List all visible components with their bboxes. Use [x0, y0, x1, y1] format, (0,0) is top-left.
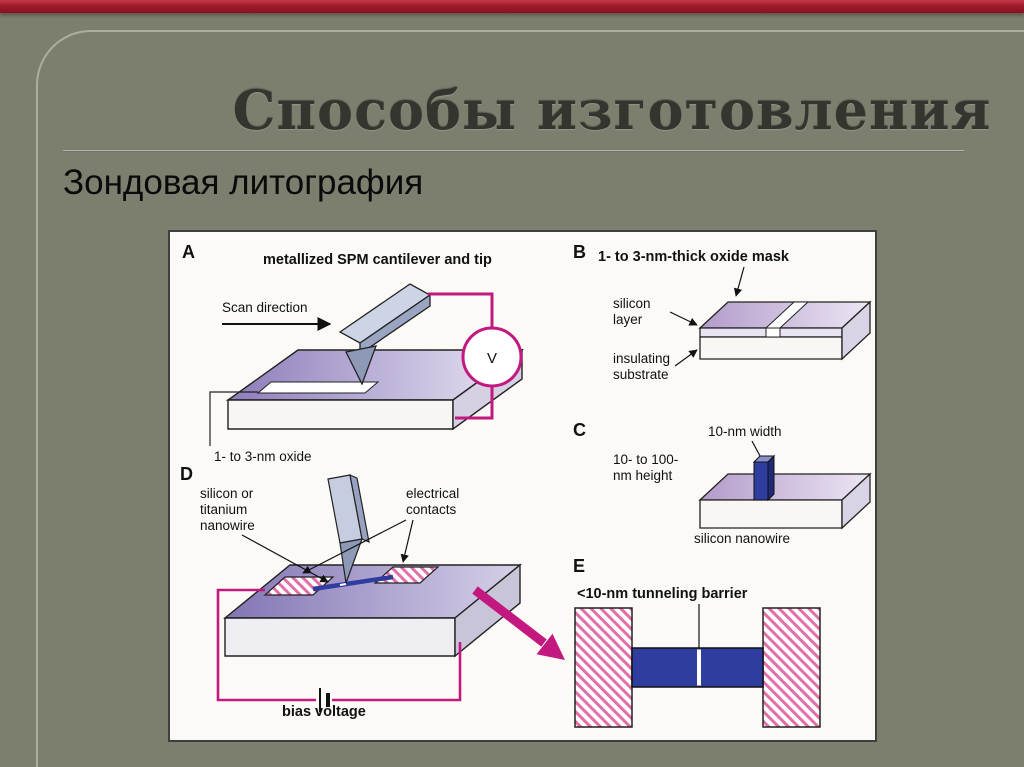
- panel-b-caption: 1- to 3-nm-thick oxide mask: [598, 249, 790, 265]
- probe-lithography-figure: A metallized SPM cantilever and tip Scan…: [168, 230, 877, 742]
- panel-c-label: C: [573, 420, 586, 440]
- title-divider: [63, 150, 964, 152]
- panel-e: E <10-nm tunneling barrier: [573, 556, 821, 728]
- nanowire-label-line1: silicon or: [200, 486, 254, 501]
- bias-voltage-label: bias voltage: [282, 704, 366, 720]
- panel-d: D silicon or titanium nanowire electrica…: [180, 464, 522, 720]
- nanowire-label-line3: nanowire: [200, 518, 255, 533]
- slide-title: Способы изготовления: [232, 78, 992, 142]
- silicon-layer-arrow: [669, 311, 698, 326]
- voltmeter-icon: [461, 326, 523, 388]
- top-accent-bar: [0, 0, 1024, 13]
- silicon-layer-label-line2: layer: [613, 312, 643, 327]
- height-label-line2: nm height: [613, 468, 673, 483]
- silicon-nanowire-fin: [752, 454, 776, 502]
- contacts-label-line1: electrical: [406, 486, 459, 501]
- voltmeter-label: V: [487, 350, 497, 367]
- nanowire-line: [312, 574, 394, 592]
- panel-a: A metallized SPM cantilever and tip Scan…: [182, 242, 525, 464]
- panel-b: B 1- to 3-nm-thick oxide mask silicon la…: [573, 242, 872, 382]
- width-label: 10-nm width: [708, 424, 782, 439]
- panel-c: C 10-nm width 10- to 100- nm height sili…: [573, 420, 872, 546]
- tunneling-gap: [697, 649, 701, 686]
- d-to-e-arrow-icon: [472, 586, 565, 660]
- contacts-label-line2: contacts: [406, 502, 457, 517]
- oxide-bracket-line: [209, 391, 258, 446]
- substrate-c-illustration: [698, 472, 872, 530]
- silicon-layer-label-line1: silicon: [613, 296, 651, 311]
- oxide-label: 1- to 3-nm oxide: [214, 449, 312, 464]
- bias-circuit: [216, 588, 462, 712]
- contact-block-right: [762, 607, 821, 728]
- width-pointer: [751, 440, 761, 457]
- panel-a-caption: metallized SPM cantilever and tip: [263, 252, 492, 268]
- voltmeter-circuit: V: [428, 292, 523, 420]
- contact-block-left: [574, 607, 633, 728]
- nanowire-gap: [339, 583, 347, 586]
- slide-subtitle: Зондовая литография: [63, 163, 424, 202]
- insulating-substrate-arrow: [674, 349, 698, 367]
- height-label-line1: 10- to 100-: [613, 452, 678, 467]
- panel-b-label: B: [573, 242, 586, 262]
- contacts-arrow-left: [302, 519, 407, 574]
- contacts-arrow-right: [400, 519, 414, 563]
- nanowire-label-arrow: [241, 534, 329, 583]
- cantilever-d-illustration: [327, 474, 370, 584]
- tunneling-barrier-label: <10-nm tunneling barrier: [577, 586, 748, 602]
- substrate-a-illustration: [225, 348, 525, 431]
- cantilever-a-illustration: [338, 283, 432, 386]
- scan-direction-label: Scan direction: [222, 300, 308, 315]
- insulating-substrate-label-line2: substrate: [613, 367, 669, 382]
- figure-svg: A metallized SPM cantilever and tip Scan…: [180, 242, 872, 728]
- panel-e-label: E: [573, 556, 585, 576]
- substrate-b-illustration: [698, 300, 872, 361]
- oxide-mask-pointer: [733, 266, 745, 297]
- nanowire-label-line2: titanium: [200, 502, 247, 517]
- panel-d-label: D: [180, 464, 193, 484]
- silicon-nanowire-label: silicon nanowire: [694, 531, 790, 546]
- panel-a-label: A: [182, 242, 195, 262]
- insulating-substrate-label-line1: insulating: [613, 351, 670, 366]
